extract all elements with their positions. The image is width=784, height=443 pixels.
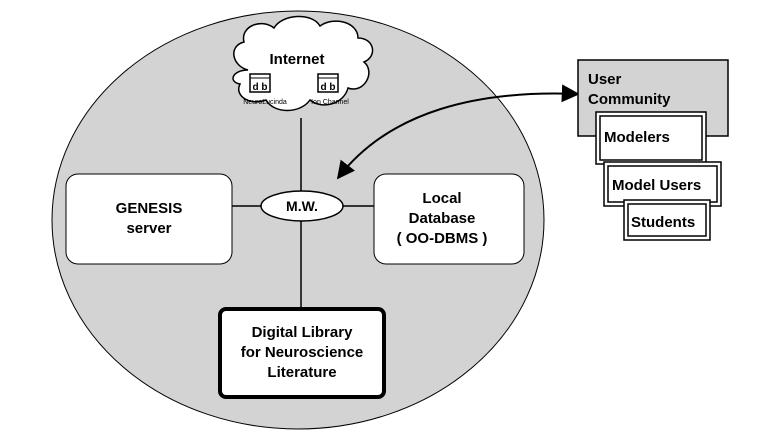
group-label: Modelers	[604, 129, 670, 146]
genesis-line2: server	[126, 220, 171, 237]
middleware-label: M.W.	[286, 198, 318, 214]
digital-library-node: Digital Library for Neuroscience Literat…	[218, 307, 386, 399]
library-line3: Literature	[267, 364, 336, 381]
database-caption: NeuroLucinda	[243, 99, 287, 106]
internet-title: Internet	[269, 51, 324, 68]
database-icon-label: d b	[321, 82, 336, 93]
community-line1: User	[588, 71, 622, 88]
connector-lines	[231, 118, 375, 308]
local-database-node: Local Database ( OO-DBMS )	[373, 173, 525, 265]
database-icon-label: d b	[253, 82, 268, 93]
local-db-line2: Database	[409, 210, 476, 227]
community-line2: Community	[588, 91, 671, 108]
community-group-model-users: Model Users	[603, 161, 722, 207]
community-group-modelers: Modelers	[595, 111, 707, 165]
community-group-students: Students	[623, 199, 711, 241]
library-line2: for Neuroscience	[241, 344, 364, 361]
database-icon: d b	[249, 73, 271, 93]
local-db-line3: ( OO-DBMS )	[397, 230, 488, 247]
group-label: Model Users	[612, 177, 701, 194]
local-db-line1: Local	[422, 190, 461, 207]
community-link-arrow	[336, 84, 580, 180]
middleware-node: M.W.	[260, 190, 344, 222]
database-icon: d b	[317, 73, 339, 93]
genesis-line1: GENESIS	[116, 200, 183, 217]
group-label: Students	[631, 214, 695, 231]
library-line1: Digital Library	[252, 324, 354, 341]
genesis-server-node: GENESIS server	[65, 173, 233, 265]
database-caption: Ion Channel	[311, 99, 349, 106]
